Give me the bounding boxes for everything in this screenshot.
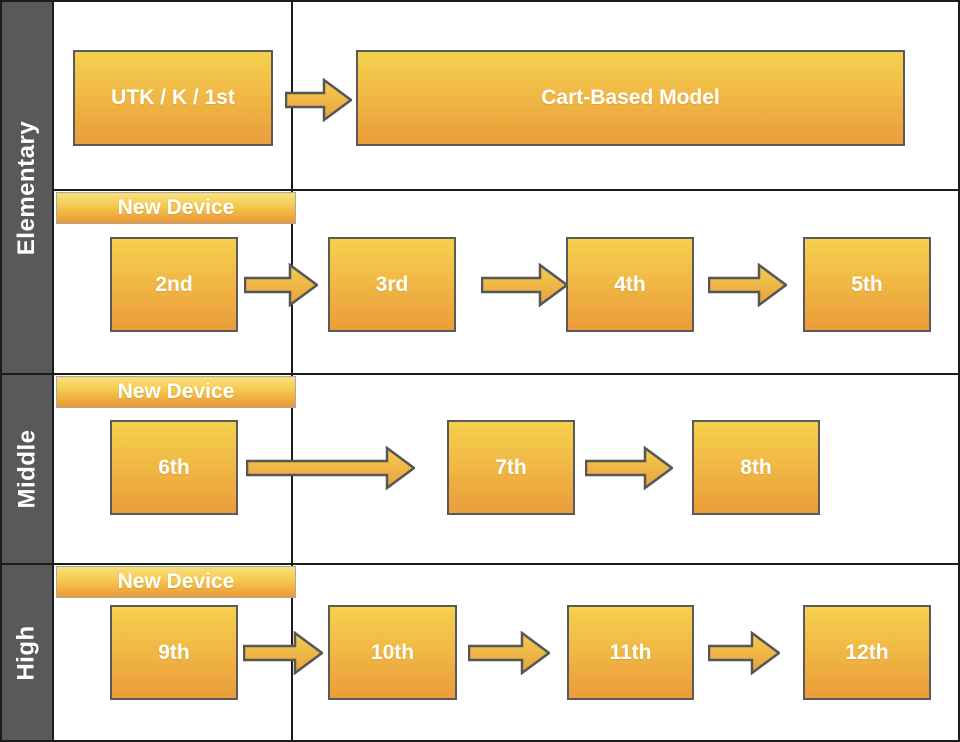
- grade-box-utk-k-1st: UTK / K / 1st: [73, 50, 273, 146]
- arrow-right-icon: [708, 631, 780, 675]
- grade-box-12th: 12th: [803, 605, 931, 700]
- arrow-right-icon: [246, 446, 415, 490]
- column-divider-line: [291, 2, 293, 740]
- new-device-banner-high: New Device: [56, 566, 296, 598]
- grade-box-4th: 4th: [566, 237, 694, 332]
- grade-box-10th: 10th: [328, 605, 457, 700]
- grade-box-3rd: 3rd: [328, 237, 456, 332]
- new-device-banner-elementary: New Device: [56, 192, 296, 224]
- grade-box-8th: 8th: [692, 420, 820, 515]
- arrow-right-icon: [708, 263, 787, 307]
- sidebar-section-middle: Middle: [2, 375, 54, 563]
- sidebar-label-high: High: [13, 624, 41, 681]
- arrow-right-icon: [468, 631, 550, 675]
- section-divider-elementary-middle: [2, 373, 958, 375]
- arrow-right-icon: [285, 78, 352, 122]
- grade-box-2nd: 2nd: [110, 237, 238, 332]
- grade-box-9th: 9th: [110, 605, 238, 700]
- cart-based-model-box: Cart-Based Model: [356, 50, 905, 146]
- sidebar-section-high: High: [2, 565, 54, 740]
- row-divider-line: [54, 189, 958, 191]
- arrow-right-icon: [243, 631, 323, 675]
- arrow-right-icon: [481, 263, 568, 307]
- new-device-banner-middle: New Device: [56, 376, 296, 408]
- arrow-right-icon: [244, 263, 318, 307]
- grade-box-5th: 5th: [803, 237, 931, 332]
- grade-box-6th: 6th: [110, 420, 238, 515]
- sidebar-section-elementary: Elementary: [2, 2, 54, 373]
- grade-box-7th: 7th: [447, 420, 575, 515]
- section-divider-middle-high: [2, 563, 958, 565]
- grade-box-11th: 11th: [567, 605, 694, 700]
- sidebar-label-middle: Middle: [13, 429, 40, 509]
- arrow-right-icon: [585, 446, 673, 490]
- sidebar-label-elementary: Elementary: [13, 120, 40, 255]
